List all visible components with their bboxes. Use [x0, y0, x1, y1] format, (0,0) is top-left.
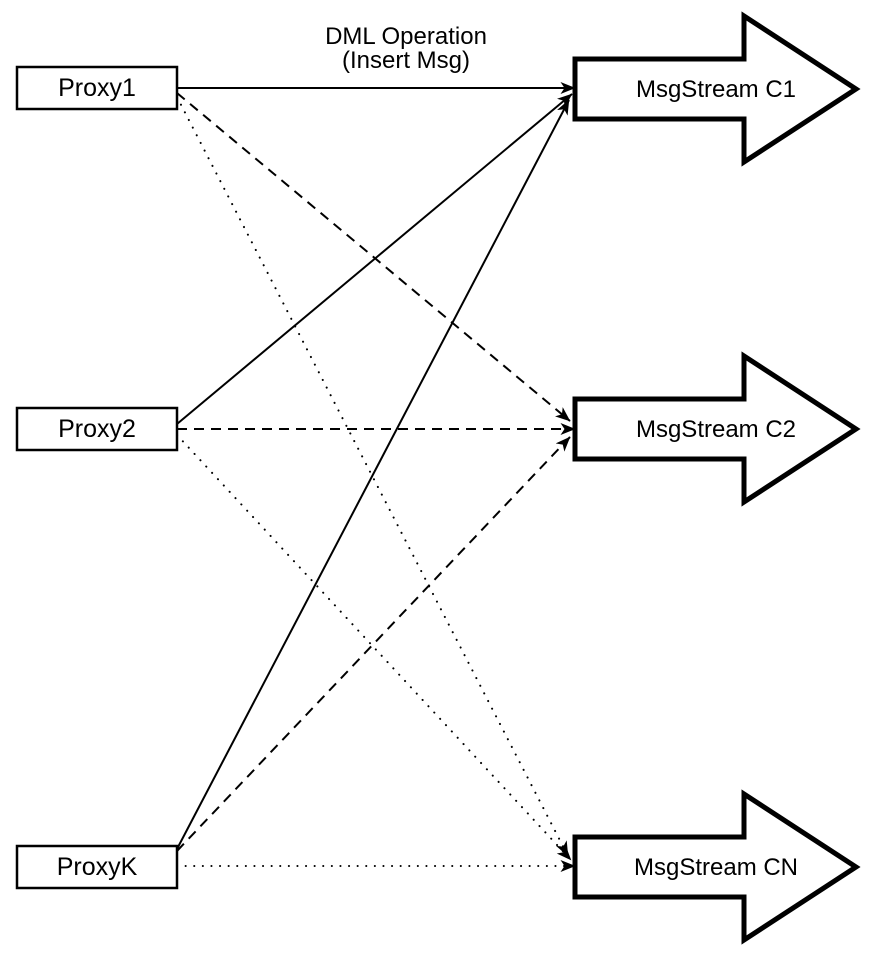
msgstream-cn-node: MsgStream CN: [572, 789, 861, 945]
msgstream-cn-label: MsgStream CN: [634, 854, 798, 881]
proxy2-box: [15, 406, 179, 452]
connection-proxy1-to-msgstream-c2: [176, 92, 571, 422]
proxyk-box: [15, 844, 179, 890]
msgstream-cn-arrow: [572, 789, 861, 945]
msgstream-c2-label: MsgStream C2: [636, 416, 796, 443]
msgstream-c2-node: MsgStream C2: [572, 351, 861, 507]
proxy1-box: [15, 65, 179, 111]
msgstream-c1-arrow: [572, 11, 861, 167]
msgstream-c2-arrow: [572, 351, 861, 507]
proxy1-label: Proxy1: [58, 74, 136, 102]
proxyk-node: ProxyK: [15, 844, 179, 890]
connection-proxyk-to-msgstream-c1: [176, 99, 570, 850]
proxy2-label: Proxy2: [58, 415, 136, 443]
proxyk-label: ProxyK: [57, 853, 138, 881]
proxy1-node: Proxy1: [15, 65, 179, 111]
msgstream-c1-node: MsgStream C1: [572, 11, 861, 167]
connection-proxyk-to-msgstream-c2: [176, 436, 571, 852]
diagram-title-line2: (Insert Msg): [342, 47, 470, 74]
proxy2-node: Proxy2: [15, 406, 179, 452]
msgstream-c1-label: MsgStream C1: [636, 76, 796, 103]
diagram-title-line1: DML Operation: [325, 23, 487, 50]
connection-proxy2-to-msgstream-cn: [176, 434, 572, 861]
